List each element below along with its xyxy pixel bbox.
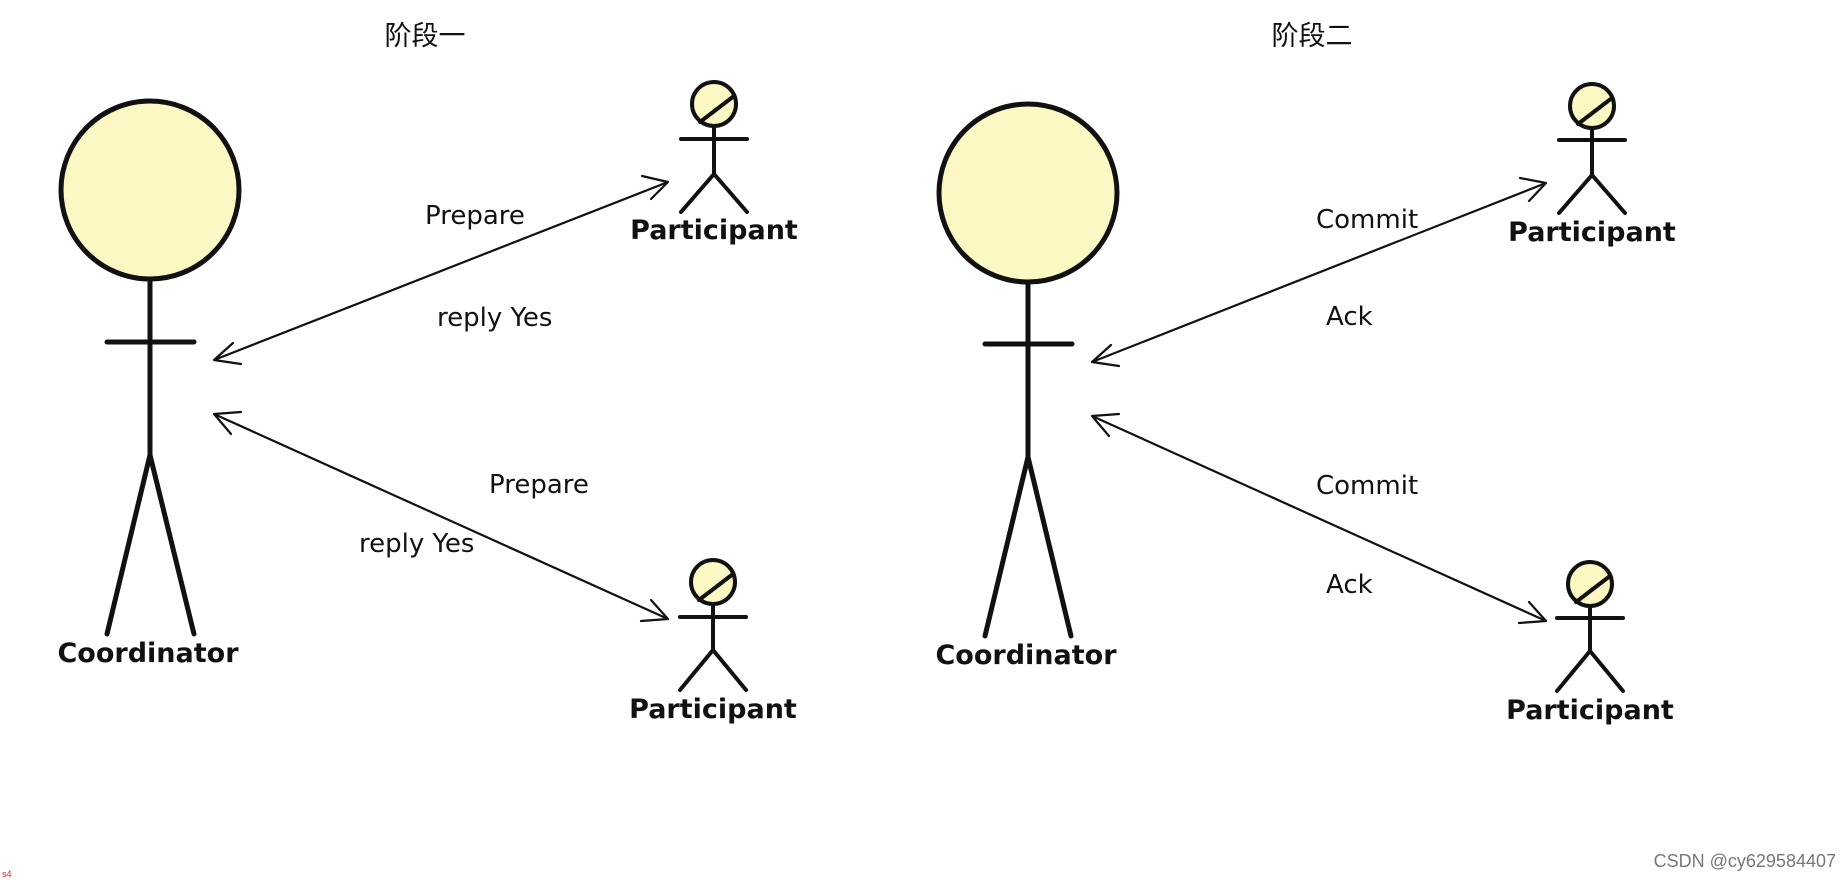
participant-head-icon <box>1566 560 1614 608</box>
participant-head-slash <box>1576 96 1614 126</box>
arrowhead-icon <box>212 341 243 366</box>
phase-2-participant-lower: Participant <box>1506 560 1674 726</box>
phase-2-participant-upper-label: Participant <box>1508 217 1676 248</box>
participant-head-slash <box>697 572 735 602</box>
phase-2-lower-request-label: Commit <box>1316 471 1418 501</box>
phase-1-upper-arrow <box>212 174 670 366</box>
phase-2: 阶段二 Coordinator Participant <box>935 21 1675 726</box>
phase-1-title: 阶段一 <box>385 21 466 52</box>
phase-1-participant-lower-label: Participant <box>629 694 797 725</box>
coordinator-left-leg <box>982 454 1031 639</box>
coordinator-right-leg <box>147 452 197 637</box>
coordinator-left-leg <box>104 452 153 637</box>
arrowhead-icon <box>640 174 670 201</box>
phase-2-participant-upper: Participant <box>1508 82 1676 248</box>
phase-1-participant-upper-label: Participant <box>630 215 798 246</box>
phase-1-lower-arrow <box>212 410 670 623</box>
phase-1-coordinator-label: Coordinator <box>57 638 239 669</box>
phase-1-upper-reply-label: reply Yes <box>437 303 552 333</box>
participant-right-leg <box>712 172 749 214</box>
phase-2-coordinator-label: Coordinator <box>935 640 1117 671</box>
participant-right-leg <box>1590 173 1627 215</box>
participant-left-leg <box>1555 649 1592 693</box>
participant-head-icon <box>690 80 738 128</box>
phase-2-title: 阶段二 <box>1272 21 1353 52</box>
phase-2-participant-lower-label: Participant <box>1506 695 1674 726</box>
participant-head-slash <box>698 94 736 124</box>
arrowhead-icon <box>1090 343 1121 368</box>
arrowhead-icon <box>1517 600 1548 625</box>
arrowhead-icon <box>212 410 243 436</box>
phase-2-lower-arrow <box>1090 412 1548 625</box>
phase-1-participant-lower: Participant <box>629 558 797 725</box>
arrowhead-icon <box>1090 412 1121 438</box>
coordinator-head-icon <box>936 101 1120 285</box>
participant-right-leg <box>711 648 748 692</box>
phase-2-coordinator-actor: Coordinator <box>935 101 1120 671</box>
phase-2-lower-reply-label: Ack <box>1326 570 1373 600</box>
participant-head-icon <box>1568 82 1616 130</box>
participant-left-leg <box>678 648 715 692</box>
arrowhead-icon <box>1518 176 1548 203</box>
phase-2-upper-arrow <box>1090 176 1548 368</box>
phase-2-upper-reply-label: Ack <box>1326 302 1373 332</box>
phase-1-lower-reply-label: reply Yes <box>359 529 474 559</box>
phase-2-upper-request-label: Commit <box>1316 205 1418 235</box>
participant-right-leg <box>1588 649 1625 693</box>
phase-1-lower-request-label: Prepare <box>489 470 589 500</box>
participant-left-leg <box>1557 173 1594 215</box>
coordinator-head-icon <box>58 98 242 282</box>
phase-1-coordinator-actor: Coordinator <box>57 98 242 669</box>
arrowhead-icon <box>639 598 670 623</box>
phase-1-participant-upper: Participant <box>630 80 798 246</box>
participant-left-leg <box>679 172 716 214</box>
corner-mark: s4 <box>2 869 12 879</box>
participant-head-icon <box>689 558 737 606</box>
phase-1: 阶段一 Coordinator Participant <box>57 21 797 725</box>
participant-head-slash <box>1574 574 1612 604</box>
watermark: CSDN @cy629584407 <box>1654 851 1836 871</box>
coordinator-right-leg <box>1025 454 1074 639</box>
phase-1-upper-request-label: Prepare <box>425 201 525 231</box>
